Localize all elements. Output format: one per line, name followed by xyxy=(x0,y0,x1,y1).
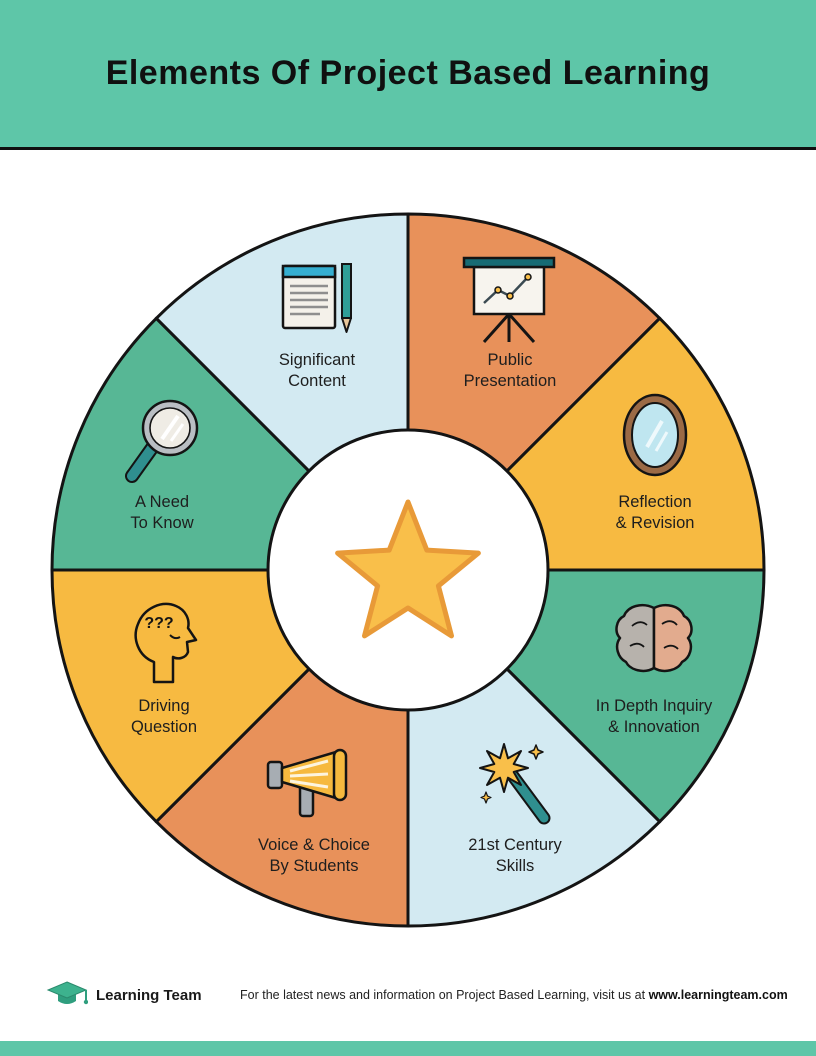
bottom-bar xyxy=(0,1041,816,1056)
footer-info-text: For the latest news and information on P… xyxy=(240,988,646,1002)
footer-brand: Learning Team xyxy=(46,980,202,1010)
segment-label-reflection-revision: Reflection & Revision xyxy=(615,493,695,532)
segment-label-a-need-to-know: A Need To Know xyxy=(130,493,194,532)
magnifying-glass-icon xyxy=(122,396,204,491)
magic-wand-icon xyxy=(478,742,556,831)
header-band: Elements Of Project Based Learning xyxy=(0,0,816,150)
question-marks-text: ??? xyxy=(144,615,173,632)
segment-label-significant-content: Significant Content xyxy=(278,351,356,390)
notepad-icon xyxy=(280,256,358,343)
page-title: Elements Of Project Based Learning xyxy=(105,54,711,92)
segment-label-public-presentation: Public Presentation xyxy=(463,351,557,390)
segment-label-in-depth-inquiry: In Depth Inquiry & Innovation xyxy=(595,697,713,736)
footer-info: For the latest news and information on P… xyxy=(240,988,788,1002)
star-icon xyxy=(335,499,481,639)
segment-label-voice-choice: Voice & Choice By Students xyxy=(258,836,370,875)
graduation-cap-icon xyxy=(46,981,88,1005)
segment-label-21st-century-skills: 21st Century Skills xyxy=(468,836,562,875)
thinking-head-icon: ??? xyxy=(126,596,204,689)
megaphone-icon xyxy=(266,746,358,827)
brand-name: Learning Team xyxy=(96,986,202,1004)
footer-info-url: www.learningteam.com xyxy=(648,988,788,1002)
brain-icon xyxy=(612,600,696,683)
mirror-icon xyxy=(620,392,690,483)
presentation-chart-icon xyxy=(462,250,556,349)
segment-label-driving-question: Driving Question xyxy=(130,697,198,736)
